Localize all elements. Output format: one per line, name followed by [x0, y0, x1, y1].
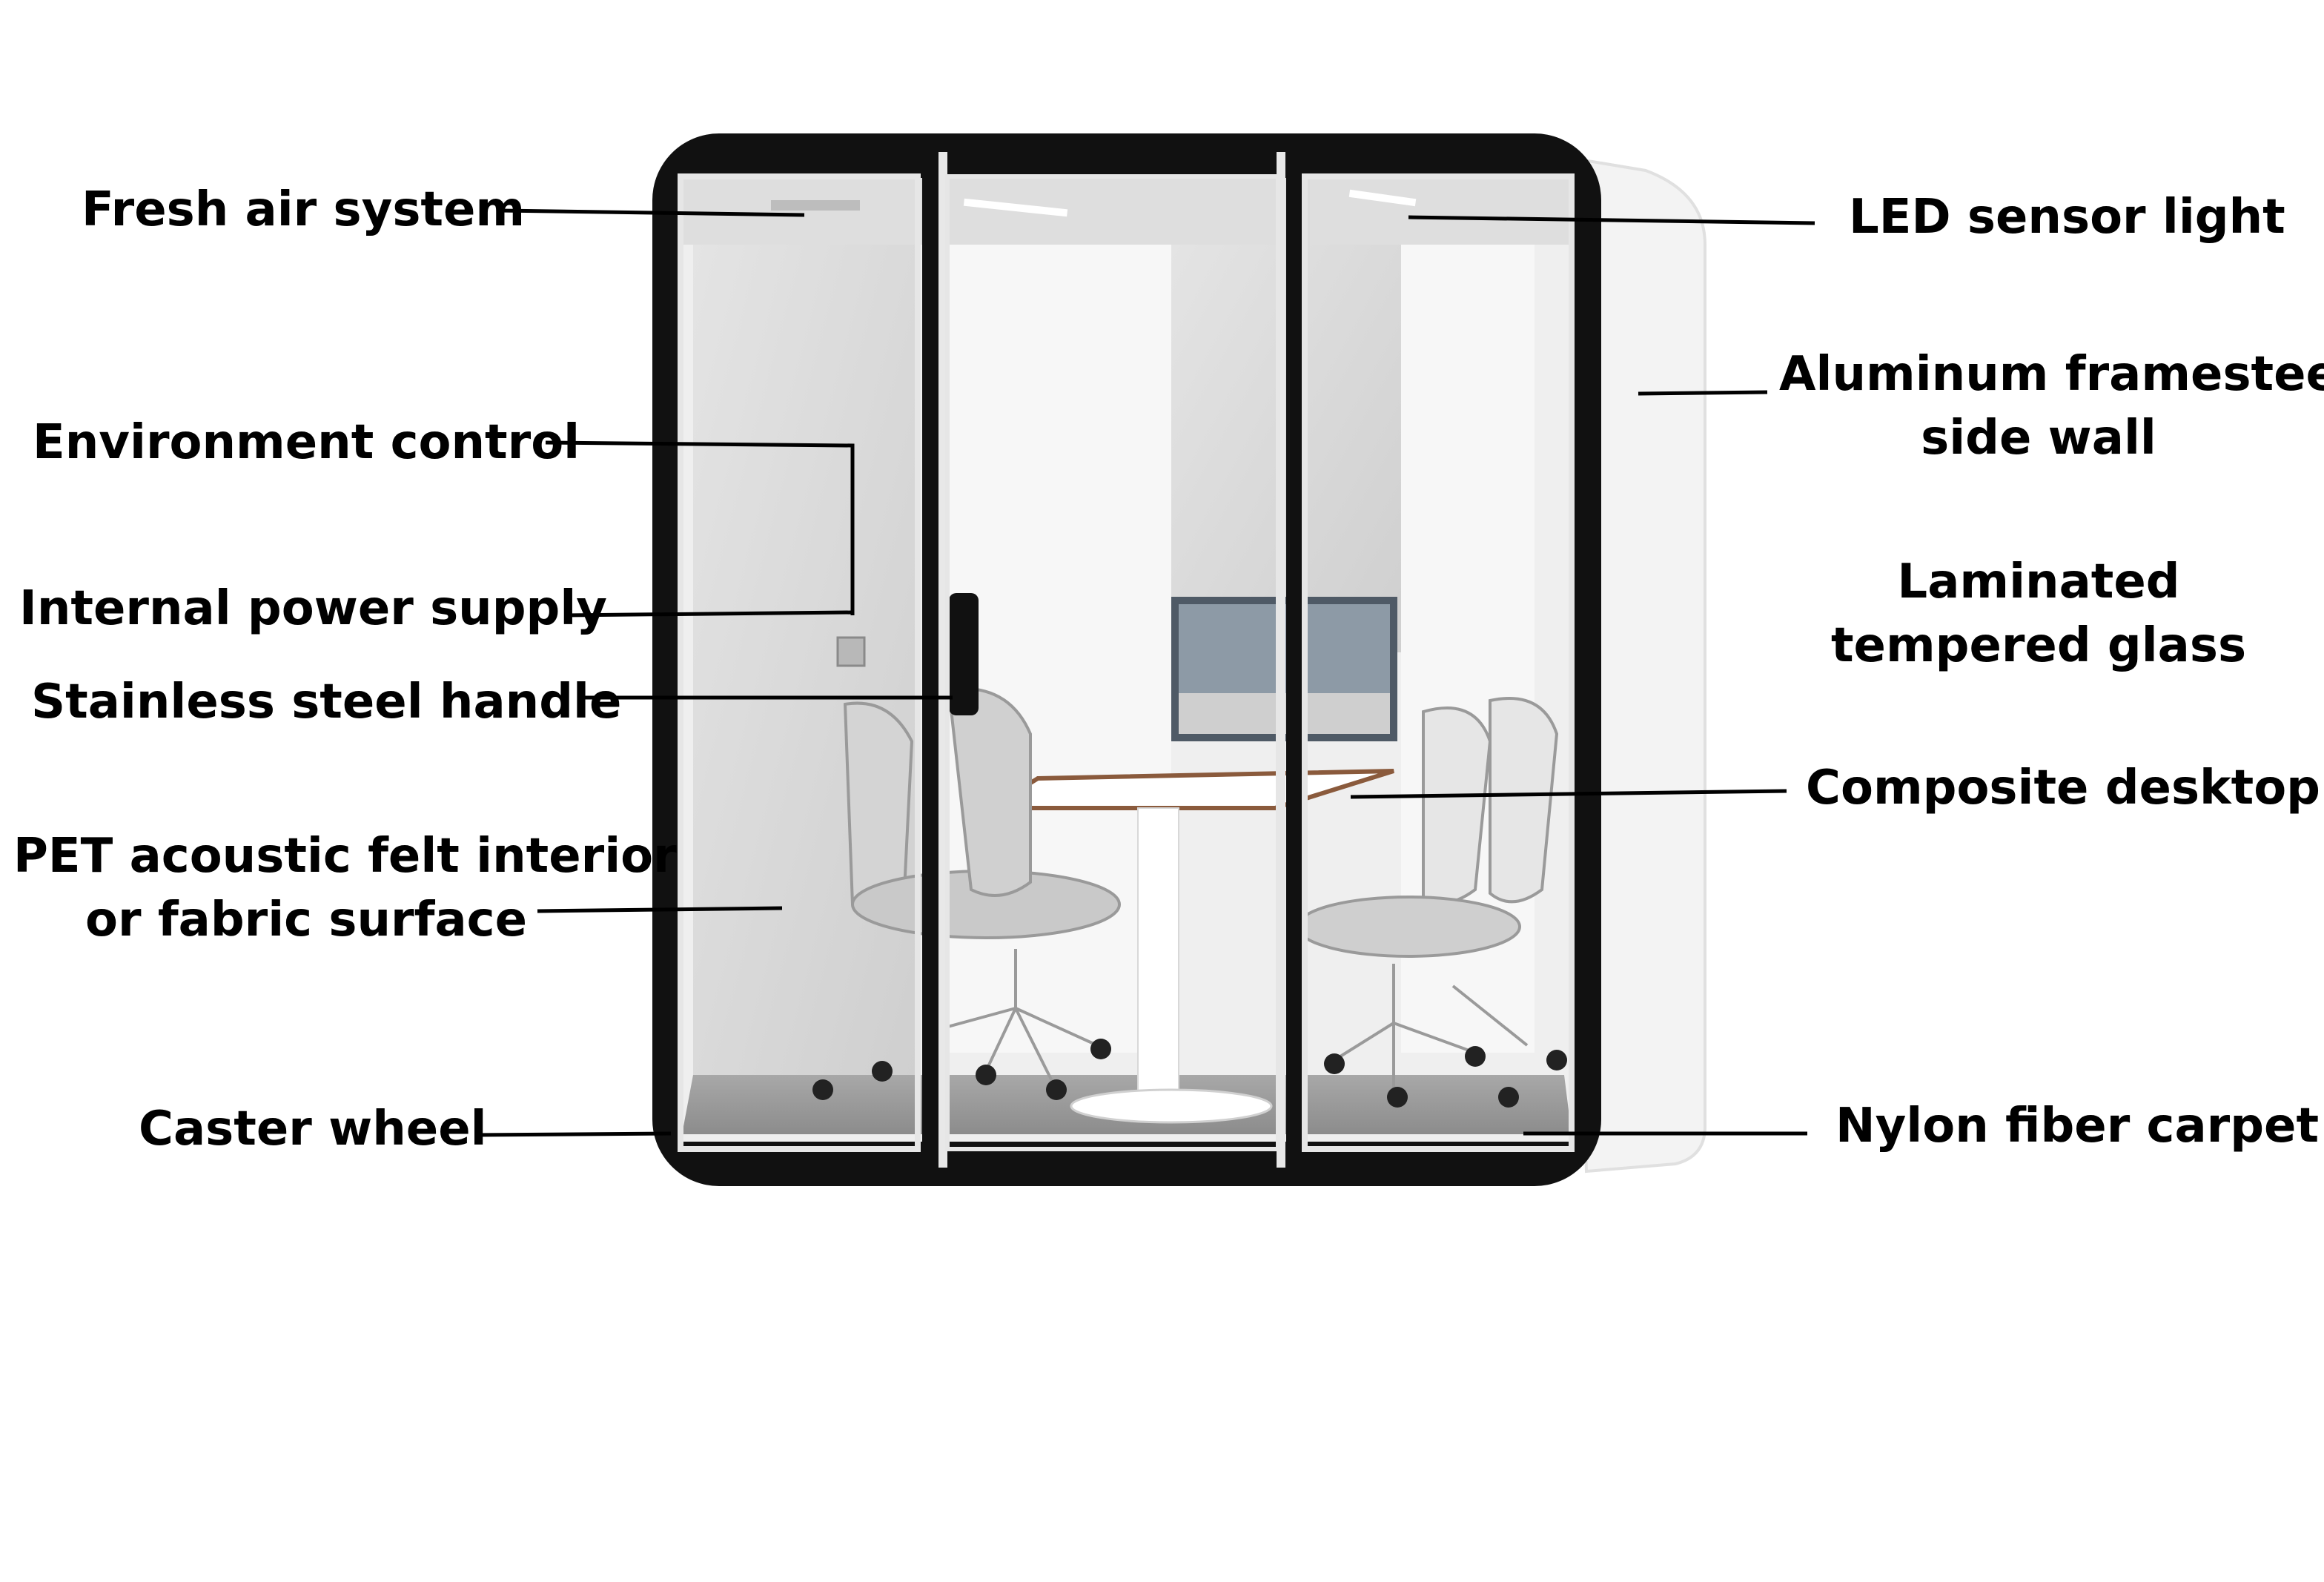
led-light-strip	[1348, 189, 1417, 207]
chair-right	[1296, 697, 1559, 1090]
door-handle	[949, 593, 979, 715]
label-aluminum-line-2: side wall	[1921, 411, 2156, 466]
door-frame-right	[1286, 142, 1302, 1173]
label-felt-line-2: or fabric surface	[85, 893, 527, 947]
label-fresh-air-system: Fresh air system	[82, 182, 526, 237]
table-base	[1070, 1088, 1273, 1124]
label-aluminum-frame-side-wall: Aluminum framesteel side wall	[1779, 342, 2324, 470]
label-pet-acoustic-felt: PET acoustic felt interior or fabric sur…	[13, 824, 677, 952]
table-pedestal	[1137, 807, 1179, 1105]
label-laminated-tempered-glass: Laminated tempered glass	[1794, 550, 2283, 678]
leader-fresh-air	[500, 208, 805, 217]
label-aluminum-line-1: Aluminum framesteel	[1779, 347, 2324, 402]
label-glass-line-1: Laminated	[1897, 555, 2180, 609]
leader-environment	[545, 440, 855, 615]
leader-power	[564, 610, 853, 618]
environment-control-panel	[836, 636, 866, 667]
label-felt-line-1: PET acoustic felt interior	[13, 829, 677, 884]
label-led-sensor-light: LED sensor light	[1849, 190, 2285, 245]
leader-felt	[537, 906, 783, 913]
label-internal-power-supply: Internal power supply	[19, 581, 607, 636]
label-environment-control: Environment control	[33, 415, 580, 470]
leader-caster	[475, 1131, 672, 1137]
label-composite-desktop: Composite desktop	[1806, 761, 2320, 815]
leader-led	[1408, 215, 1815, 225]
door-frame-left	[922, 148, 938, 1171]
leader-desktop	[1350, 789, 1787, 799]
label-stainless-steel-handle: Stainless steel handle	[31, 675, 622, 729]
label-nylon-fiber-carpet: Nylon fiber carpet	[1835, 1099, 2320, 1154]
felt-wall	[693, 230, 916, 1075]
ceiling	[682, 178, 1572, 245]
fresh-air-vent	[771, 200, 860, 211]
label-glass-line-2: tempered glass	[1830, 618, 2247, 673]
leader-aluminum	[1638, 390, 1768, 396]
label-caster-wheel: Caster wheel	[139, 1102, 487, 1156]
